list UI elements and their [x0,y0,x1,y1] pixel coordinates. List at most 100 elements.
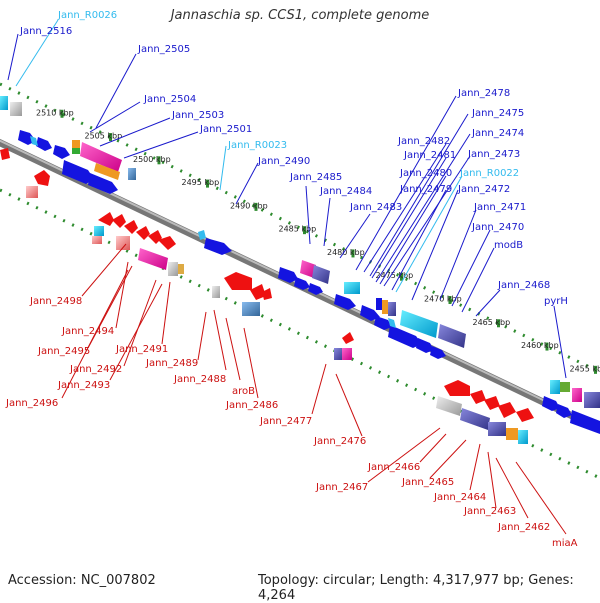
gene-label[interactable]: Jann_2496 [5,398,58,409]
gene-label[interactable]: Jann_2481 [403,150,456,161]
gene-arrow[interactable] [224,272,252,290]
gene-box[interactable] [138,248,168,270]
gene-label[interactable]: Jann_2489 [145,358,198,369]
gene-arrow[interactable] [484,396,500,410]
gene-box[interactable] [460,408,490,430]
gene-box[interactable] [168,262,178,276]
gene-box[interactable] [10,102,22,116]
gene-label[interactable]: Jann_2491 [115,344,168,355]
leader-line [82,244,126,296]
gene-label[interactable]: Jann_2493 [57,380,110,391]
gene-label[interactable]: Jann_2498 [29,296,82,307]
gene-arrow[interactable] [136,226,150,240]
gene-label[interactable]: Jann_2492 [69,364,122,375]
gene-label[interactable]: modB [494,240,523,251]
gene-box[interactable] [128,168,136,180]
gene-arrow[interactable] [124,220,138,234]
gene-arrow[interactable] [444,380,470,396]
gene-arrow[interactable] [112,214,126,228]
gene-arrow[interactable] [98,212,114,226]
gene-box[interactable] [92,236,102,244]
gene-label[interactable]: Jann_2494 [61,326,114,337]
gene-box[interactable] [382,300,388,314]
gene-box[interactable] [518,430,528,444]
gene-label[interactable]: miaA [552,538,578,549]
gene-label[interactable]: Jann_2488 [173,374,226,385]
gene-label[interactable]: Jann_2516 [19,26,72,37]
gene-label[interactable]: Jann_2465 [401,477,454,488]
gene-box[interactable] [178,264,184,274]
gene-box[interactable] [242,302,260,316]
gene-arrow[interactable] [498,402,516,418]
gene-label[interactable]: Jann_2470 [471,222,524,233]
gene-box[interactable] [312,265,330,284]
gene-box[interactable] [342,348,352,360]
kbp-label: 2455 kbp [570,364,600,373]
leader-line [236,163,258,204]
gene-label[interactable]: Jann_2473 [467,149,520,160]
gene-label[interactable]: Jann_2485 [289,172,342,183]
gene-label[interactable]: Jann_2462 [497,522,550,533]
gene-label[interactable]: Jann_2474 [471,128,524,139]
gene-label[interactable]: Jann_2468 [497,280,550,291]
gene-arrow[interactable] [36,137,52,151]
gene-box[interactable] [584,392,600,408]
gene-label[interactable]: Jann_2466 [367,462,420,473]
gene-label[interactable]: Jann_2472 [457,184,510,195]
gene-arrow[interactable] [556,404,572,418]
gene-box[interactable] [26,186,38,198]
gene-arrow[interactable] [34,170,50,186]
gene-label[interactable]: Jann_2490 [257,156,310,167]
gene-label[interactable]: Jann_2476 [313,436,366,447]
gene-label[interactable]: Jann_2504 [143,94,196,105]
gene-arrow[interactable] [516,408,534,422]
gene-label[interactable]: Jann_R0023 [227,140,287,151]
kbp-label: 2495 kbp [182,178,220,187]
gene-box[interactable] [560,382,570,392]
gene-label[interactable]: pyrH [544,296,568,307]
gene-box[interactable] [212,286,220,298]
gene-box[interactable] [506,428,518,440]
gene-label[interactable]: Jann_2486 [225,400,278,411]
gene-label[interactable]: Jann_2464 [433,492,486,503]
gene-label[interactable]: Jann_2471 [473,202,526,213]
gene-label[interactable]: Jann_2495 [37,346,90,357]
gene-arrow[interactable] [470,390,486,404]
gene-label[interactable]: Jann_2484 [319,186,372,197]
gene-label[interactable]: Jann_2482 [397,136,450,147]
gene-box[interactable] [438,324,466,348]
gene-box[interactable] [488,422,506,436]
gene-box[interactable] [572,388,582,402]
gene-label[interactable]: Jann_2479 [399,184,452,195]
gene-label[interactable]: Jann_2483 [349,202,402,213]
gene-label[interactable]: aroB [232,386,255,397]
gene-label[interactable]: Jann_R0022 [459,168,519,179]
gene-label[interactable]: Jann_2478 [457,88,510,99]
kbp-label: 2465 kbp [473,318,511,327]
gene-box[interactable] [0,96,8,110]
gene-box[interactable] [94,226,104,236]
gene-label[interactable]: Jann_2475 [471,108,524,119]
gene-label[interactable]: Jann_2467 [315,482,368,493]
gene-arrow[interactable] [204,238,232,255]
gene-label[interactable]: Jann_R0026 [57,10,117,21]
gene-box[interactable] [72,148,80,154]
leader-line [226,318,240,380]
gene-arrow[interactable] [53,145,70,159]
gene-label[interactable]: Jann_2463 [463,506,516,517]
kbp-label: 2500 kbp [133,155,171,164]
leader-line [324,198,330,246]
gene-box[interactable] [72,140,80,148]
gene-label[interactable]: Jann_2505 [137,44,190,55]
gene-label[interactable]: Jann_2501 [199,124,252,135]
gene-arrow[interactable] [342,332,354,344]
gene-arrow[interactable] [570,410,600,434]
gene-box[interactable] [376,298,382,310]
gene-box[interactable] [550,380,560,394]
gene-box[interactable] [436,396,462,416]
gene-label[interactable]: Jann_2480 [399,168,452,179]
gene-label[interactable]: Jann_2477 [259,416,312,427]
gene-box[interactable] [388,302,396,316]
gene-box[interactable] [344,282,360,294]
gene-label[interactable]: Jann_2503 [171,110,224,121]
